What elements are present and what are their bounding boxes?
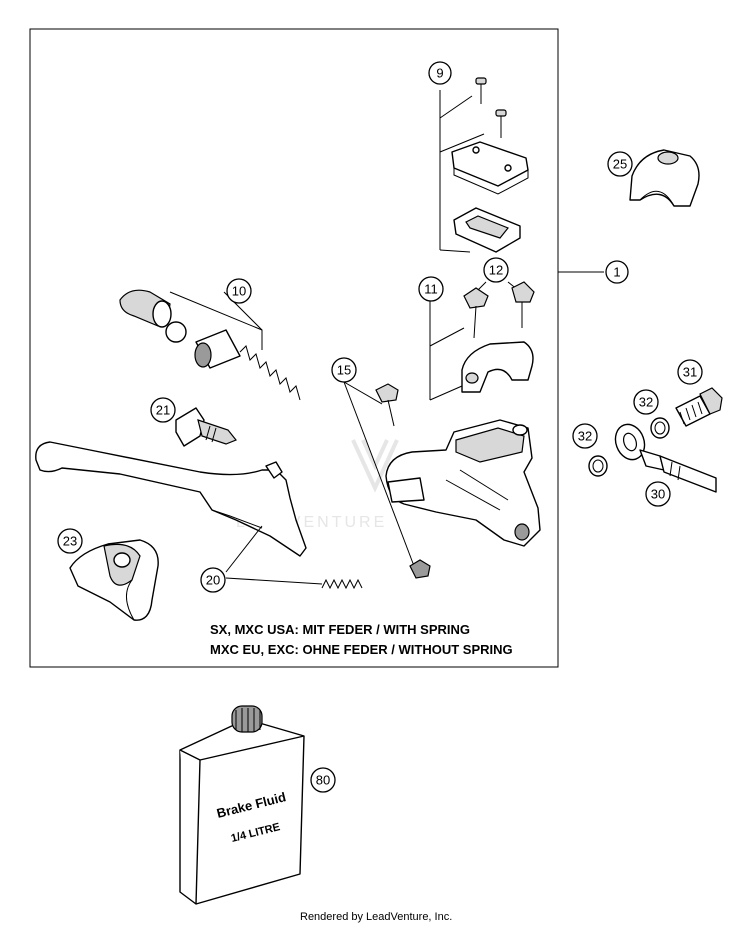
callout-31: 31 (677, 359, 703, 385)
callout-32-upper: 32 (633, 389, 659, 415)
callout-80: 80 (310, 767, 336, 793)
svg-text:12: 12 (489, 263, 503, 278)
part-80-brake-fluid-bottle: Brake Fluid 1/4 LITRE (179, 705, 305, 905)
callout-10: 10 (226, 278, 252, 304)
part-11-clamp (429, 300, 534, 401)
svg-text:31: 31 (683, 365, 697, 380)
svg-text:21: 21 (156, 403, 170, 418)
part-23-lever-guard (69, 539, 159, 621)
callout-12: 12 (483, 257, 509, 283)
note-with-spring: SX, MXC USA: MIT FEDER / WITH SPRING (210, 622, 470, 637)
assembly-frame (29, 28, 559, 668)
callout-15: 15 (331, 357, 357, 383)
svg-text:30: 30 (651, 487, 665, 502)
callout-25: 25 (607, 151, 633, 177)
master-cylinder-body (385, 419, 541, 547)
note-without-spring: MXC EU, EXC: OHNE FEDER / WITHOUT SPRING (210, 642, 513, 657)
part-10-piston-kit (119, 289, 301, 401)
svg-text:25: 25 (613, 157, 627, 172)
part-12-bolts (463, 281, 535, 339)
part-9-reservoir-cover (439, 77, 529, 253)
svg-text:15: 15 (337, 363, 351, 378)
callout-30: 30 (645, 481, 671, 507)
svg-text:20: 20 (206, 573, 220, 588)
callout-21: 21 (150, 397, 176, 423)
svg-text:10: 10 (232, 284, 246, 299)
brake-lever (35, 441, 307, 557)
callout-1: 1 (605, 260, 629, 284)
svg-text:1: 1 (613, 265, 620, 280)
callout-32-lower: 32 (572, 423, 598, 449)
part-31-banjo-bolt (675, 387, 723, 427)
svg-text:32: 32 (578, 429, 592, 444)
svg-text:11: 11 (424, 282, 438, 297)
part-20-spring (225, 525, 363, 590)
part-30-brake-hose (614, 423, 717, 493)
part-21-adjuster (175, 407, 237, 447)
callout-11: 11 (418, 276, 444, 302)
callout-23: 23 (57, 528, 83, 554)
svg-text:32: 32 (639, 395, 653, 410)
svg-text:23: 23 (63, 534, 77, 549)
part-25-clamp (629, 149, 700, 207)
svg-text:80: 80 (316, 773, 330, 788)
callout-9: 9 (428, 61, 452, 85)
part-15-pivot-bolt (343, 381, 431, 579)
part-32-washers (588, 417, 670, 477)
svg-text:9: 9 (436, 66, 443, 81)
callout-20: 20 (200, 567, 226, 593)
render-credit: Rendered by LeadVenture, Inc. (300, 911, 452, 923)
